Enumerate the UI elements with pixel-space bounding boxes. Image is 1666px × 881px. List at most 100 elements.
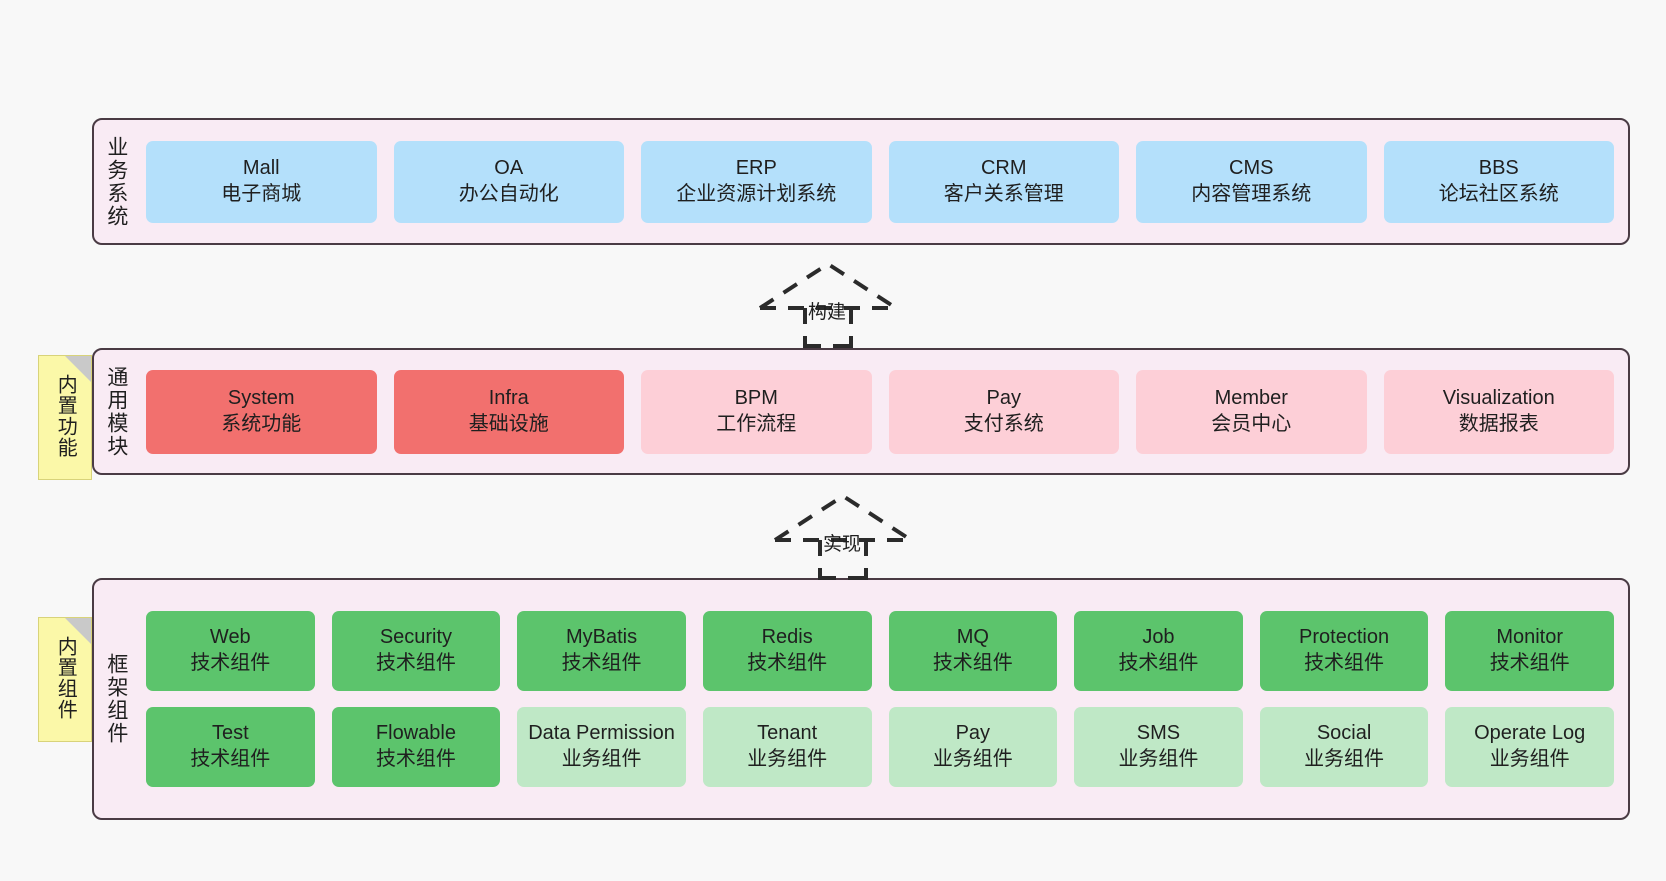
card-test[interactable]: Test 技术组件 [146, 707, 315, 787]
card-flowable[interactable]: Flowable 技术组件 [331, 707, 501, 787]
note-fold-corner [65, 356, 91, 382]
card-title-cn: 技术组件 [932, 652, 1013, 674]
card-tenant[interactable]: Tenant 业务组件 [702, 707, 872, 787]
card-title-cn: 技术组件 [747, 652, 828, 674]
card-title-cn: 支付系统 [963, 412, 1044, 435]
card-web[interactable]: Web 技术组件 [146, 611, 315, 691]
card-title-en: BBS [1478, 156, 1519, 179]
card-title-cn: 技术组件 [561, 652, 642, 674]
layer-title-modules: 通用模块 [104, 365, 128, 458]
card-title-cn: 工作流程 [716, 412, 797, 435]
card-member[interactable]: Member 会员中心 [1136, 369, 1367, 454]
card-title-cn: 论坛社区系统 [1438, 182, 1559, 205]
card-security[interactable]: Security 技术组件 [331, 611, 501, 691]
card-bpm[interactable]: BPM 工作流程 [641, 369, 872, 454]
arrow-build-glyph [758, 261, 898, 348]
card-protection[interactable]: Protection 技术组件 [1259, 611, 1429, 691]
layer-title-business: 业务系统 [104, 135, 128, 228]
card-monitor[interactable]: Monitor 技术组件 [1445, 611, 1614, 691]
card-title-en: SMS [1136, 722, 1181, 745]
card-title-en: BPM [734, 386, 778, 409]
card-title-cn: 业务组件 [747, 748, 828, 770]
card-title-en: Member [1214, 386, 1288, 409]
card-title-en: System [227, 386, 295, 409]
card-title-en: Job [1142, 626, 1175, 649]
arrow-implement-label: 实现 [823, 534, 862, 555]
card-title-en: Mall [242, 156, 280, 179]
card-erp[interactable]: ERP 企业资源计划系统 [641, 140, 872, 223]
card-visualization[interactable]: Visualization 数据报表 [1383, 369, 1614, 454]
card-title-cn: 电子商城 [221, 182, 302, 205]
card-data-permission[interactable]: Data Permission 业务组件 [517, 707, 686, 787]
card-title-cn: 技术组件 [375, 652, 456, 674]
card-title-en: Flowable [375, 722, 456, 745]
card-pay-component[interactable]: Pay 业务组件 [888, 707, 1058, 787]
card-title-en: Operate Log [1474, 722, 1586, 745]
framework-tech-row: Web 技术组件 Security 技术组件 MyBatis 技术组件 Redi… [146, 611, 1614, 691]
card-infra[interactable]: Infra 基础设施 [393, 369, 624, 454]
card-title-en: Test [211, 722, 249, 745]
note-builtin-components: 内置组件 [38, 617, 92, 742]
card-title-cn: 业务组件 [1118, 748, 1199, 770]
card-mq[interactable]: MQ 技术组件 [888, 611, 1058, 691]
business-card-row: Mall 电子商城 OA 办公自动化 ERP 企业资源计划系统 CRM 客户关系… [146, 140, 1614, 223]
card-title-cn: 技术组件 [1489, 652, 1570, 674]
card-crm[interactable]: CRM 客户关系管理 [888, 140, 1119, 223]
note-builtin-features: 内置功能 [38, 355, 92, 480]
layer-title-framework: 框架组件 [104, 653, 128, 745]
card-operate-log[interactable]: Operate Log 业务组件 [1445, 707, 1614, 787]
card-title-cn: 办公自动化 [458, 182, 559, 205]
card-title-cn: 业务组件 [1304, 748, 1385, 770]
card-title-cn: 内容管理系统 [1191, 182, 1312, 205]
card-oa[interactable]: OA 办公自动化 [393, 140, 624, 223]
card-title-en: Tenant [757, 722, 818, 745]
card-title-cn: 业务组件 [561, 748, 642, 770]
card-title-en: Infra [488, 386, 529, 409]
card-title-cn: 技术组件 [190, 748, 271, 770]
card-mybatis[interactable]: MyBatis 技术组件 [517, 611, 686, 691]
layer-body-modules: System 系统功能 Infra 基础设施 BPM 工作流程 Pay 支付系统… [138, 350, 1628, 473]
card-title-en: Redis [761, 626, 813, 649]
card-title-en: Protection [1299, 626, 1390, 649]
card-title-cn: 业务组件 [932, 748, 1013, 770]
card-title-cn: 基础设施 [468, 412, 549, 435]
card-title-en: MyBatis [566, 626, 638, 649]
card-cms[interactable]: CMS 内容管理系统 [1136, 140, 1367, 223]
card-title-en: Web [209, 626, 251, 649]
layer-common-modules: 通用模块 System 系统功能 Infra 基础设施 BPM 工作流程 Pay… [92, 348, 1630, 475]
card-system[interactable]: System 系统功能 [146, 369, 377, 454]
card-title-cn: 系统功能 [221, 412, 302, 435]
card-title-cn: 技术组件 [375, 748, 456, 770]
card-title-en: MQ [956, 626, 989, 649]
card-title-cn: 业务组件 [1489, 748, 1570, 770]
card-title-en: OA [494, 156, 524, 179]
card-title-en: Visualization [1442, 386, 1555, 409]
card-social[interactable]: Social 业务组件 [1259, 707, 1429, 787]
note-label: 内置功能 [54, 373, 77, 458]
layer-business-system: 业务系统 Mall 电子商城 OA 办公自动化 ERP 企业资源计划系统 CRM… [92, 118, 1630, 245]
card-title-en: CMS [1229, 156, 1274, 179]
card-title-cn: 企业资源计划系统 [676, 182, 837, 205]
card-pay-module[interactable]: Pay 支付系统 [888, 369, 1119, 454]
card-mall[interactable]: Mall 电子商城 [146, 140, 377, 223]
card-title-en: Data Permission [528, 722, 675, 745]
card-title-en: Pay [986, 386, 1021, 409]
layer-body-business: Mall 电子商城 OA 办公自动化 ERP 企业资源计划系统 CRM 客户关系… [138, 120, 1628, 243]
card-sms[interactable]: SMS 业务组件 [1074, 707, 1243, 787]
module-card-row: System 系统功能 Infra 基础设施 BPM 工作流程 Pay 支付系统… [146, 369, 1614, 454]
card-title-cn: 技术组件 [190, 652, 271, 674]
layer-framework-components: 框架组件 Web 技术组件 Security 技术组件 MyBatis 技术组件… [92, 578, 1630, 820]
framework-biz-row: Test 技术组件 Flowable 技术组件 Data Permission … [146, 707, 1614, 787]
card-job[interactable]: Job 技术组件 [1074, 611, 1243, 691]
card-title-en: Social [1316, 722, 1372, 745]
card-title-cn: 技术组件 [1118, 652, 1199, 674]
card-title-en: Pay [955, 722, 991, 745]
arrow-build-label: 构建 [808, 302, 847, 323]
card-redis[interactable]: Redis 技术组件 [702, 611, 872, 691]
card-title-cn: 数据报表 [1458, 412, 1539, 435]
card-title-en: Security [379, 626, 453, 649]
arrow-implement-glyph [773, 493, 913, 580]
arrow-implement: 实现 [765, 490, 935, 580]
card-bbs[interactable]: BBS 论坛社区系统 [1383, 140, 1614, 223]
